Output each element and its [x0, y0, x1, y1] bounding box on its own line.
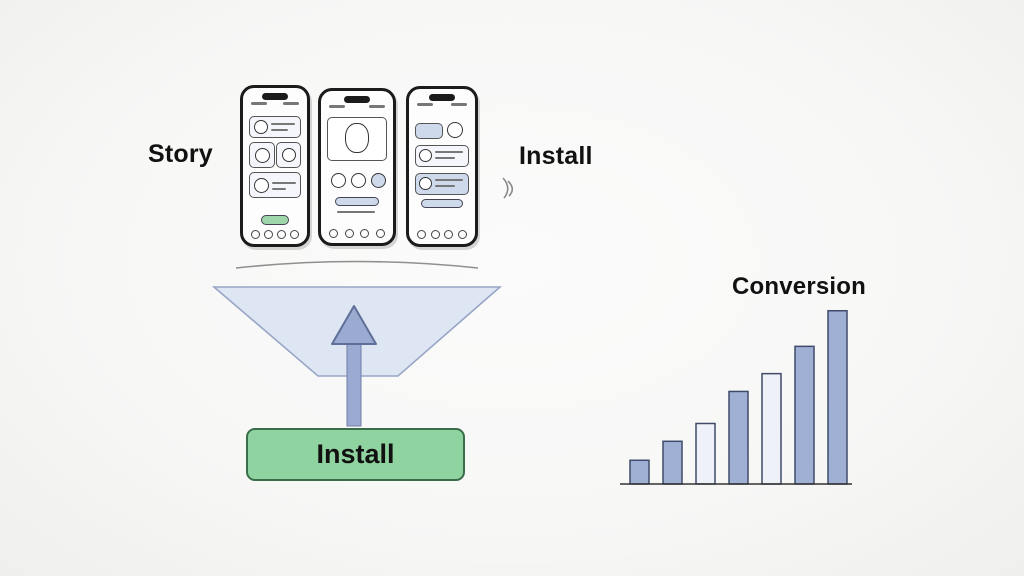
phone-status-bar — [417, 103, 467, 109]
chart-bar — [827, 309, 848, 485]
avatar-icon — [254, 120, 268, 134]
chart-bar — [629, 459, 650, 485]
option-circle-icon — [371, 173, 386, 188]
phone-nav-bar — [251, 229, 299, 239]
face-icon — [345, 123, 369, 153]
phone-status-bar — [329, 105, 385, 111]
character-frame — [327, 117, 387, 161]
option-circle-icon — [331, 173, 346, 188]
install-card — [415, 145, 469, 167]
story-label: Story — [148, 140, 213, 168]
curved-divider — [235, 260, 479, 269]
avatar-icon — [419, 149, 432, 162]
phone-status-bar — [251, 102, 299, 108]
phone-story-screen — [240, 85, 310, 247]
arrow-up-icon — [331, 305, 377, 345]
phone-nav-bar — [417, 229, 467, 239]
story-card — [249, 172, 301, 198]
story-cta-button[interactable] — [261, 215, 289, 225]
avatar-icon — [447, 122, 463, 138]
phone-install-screen — [406, 86, 478, 247]
phone-nav-bar — [329, 228, 385, 238]
chart-bar — [761, 372, 782, 485]
chart-bar — [662, 440, 683, 485]
option-circle-icon — [351, 173, 366, 188]
phone-onboarding-screen — [318, 88, 396, 246]
avatar-icon — [282, 148, 296, 162]
chevron-right-icon — [502, 177, 514, 199]
chart-bar — [794, 345, 815, 485]
chart-bar — [728, 390, 749, 485]
avatar-icon — [419, 177, 432, 190]
install-card — [415, 173, 469, 195]
text-lines — [337, 211, 375, 217]
install-cta-button[interactable] — [421, 199, 463, 208]
conversion-label: Conversion — [732, 273, 867, 300]
chart-bar — [695, 422, 716, 485]
phone-notch — [262, 93, 288, 100]
phone-notch — [344, 96, 370, 103]
story-card — [249, 116, 301, 138]
avatar-icon — [255, 148, 270, 163]
story-card — [276, 142, 301, 168]
install-button[interactable]: Install — [246, 428, 465, 481]
install-card — [415, 123, 443, 139]
avatar-icon — [254, 178, 269, 193]
phone-notch — [429, 94, 455, 101]
continue-button[interactable] — [335, 197, 379, 206]
install-label: Install — [519, 142, 593, 170]
story-card — [249, 142, 275, 168]
